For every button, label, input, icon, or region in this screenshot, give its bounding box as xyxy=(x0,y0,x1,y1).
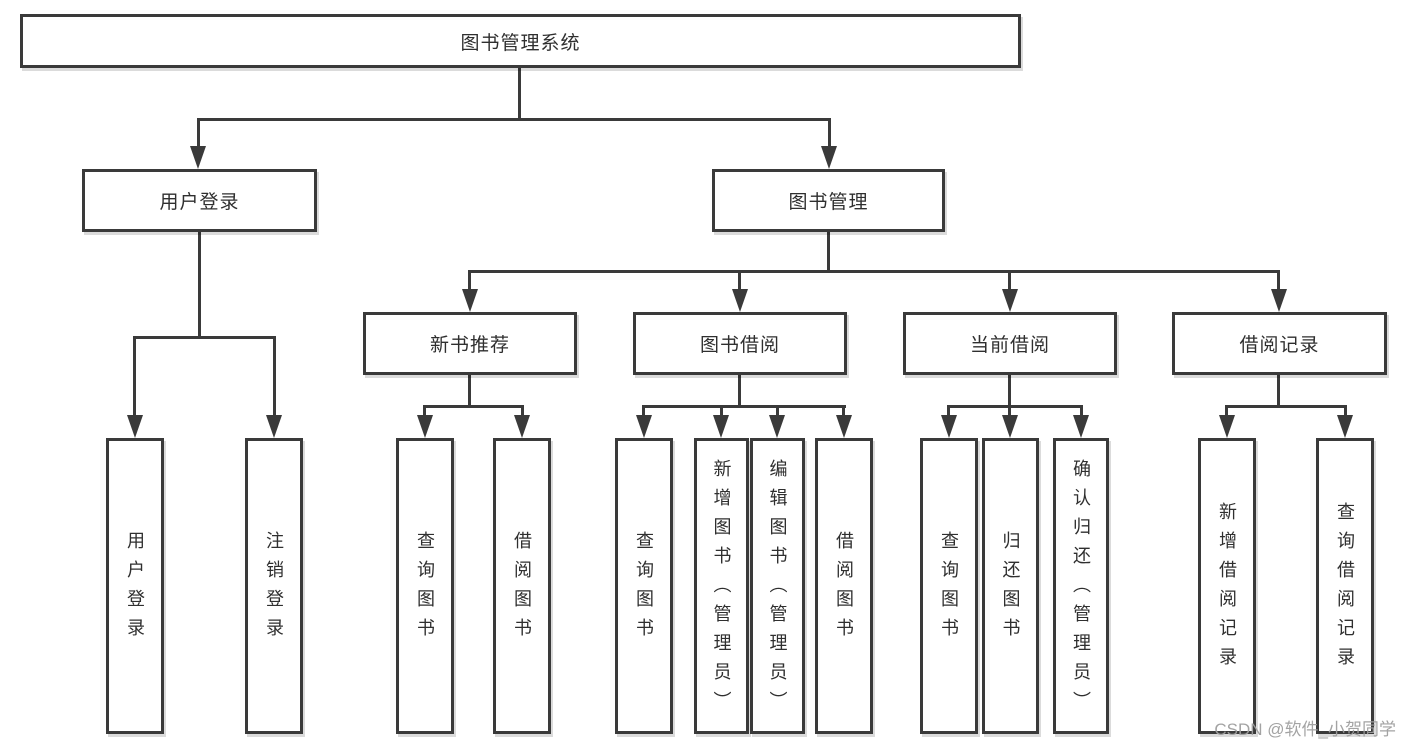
arrow-down-icon xyxy=(636,415,652,438)
connector-line xyxy=(842,405,845,418)
node-book-management: 图书管理 xyxy=(712,169,945,232)
connector-line xyxy=(521,405,524,418)
arrow-down-icon xyxy=(732,289,748,312)
leaf-add-books-admin: 新增图书（管理员） xyxy=(694,438,749,734)
arrow-down-icon xyxy=(1337,415,1353,438)
node-borrow-records: 借阅记录 xyxy=(1172,312,1387,375)
arrow-down-icon xyxy=(941,415,957,438)
connector-line xyxy=(1008,270,1011,292)
connector-line xyxy=(468,270,471,292)
connector-line xyxy=(738,375,741,407)
connector-line xyxy=(423,405,524,408)
connector-line xyxy=(133,336,276,339)
connector-line xyxy=(1008,375,1011,407)
connector-line xyxy=(197,118,200,150)
connector-line xyxy=(273,336,276,418)
connector-line xyxy=(828,118,831,150)
leaf-borrow-books: 借阅图书 xyxy=(815,438,873,734)
leaf-logout: 注销登录 xyxy=(245,438,303,734)
connector-line xyxy=(1277,375,1280,407)
connector-line xyxy=(423,405,426,418)
arrow-down-icon xyxy=(713,415,729,438)
connector-line xyxy=(1008,405,1011,418)
connector-line xyxy=(133,336,136,418)
leaf-query-books-borrow: 查询图书 xyxy=(615,438,673,734)
node-root: 图书管理系统 xyxy=(20,14,1021,68)
leaf-user-login: 用户登录 xyxy=(106,438,164,734)
arrow-down-icon xyxy=(190,146,206,169)
connector-line xyxy=(197,118,831,121)
arrow-down-icon xyxy=(836,415,852,438)
connector-line xyxy=(468,375,471,407)
leaf-edit-books-admin: 编辑图书（管理员） xyxy=(750,438,805,734)
arrow-down-icon xyxy=(1002,415,1018,438)
arrow-down-icon xyxy=(417,415,433,438)
connector-line xyxy=(1277,270,1280,292)
connector-line xyxy=(642,405,846,408)
leaf-query-books-recommend: 查询图书 xyxy=(396,438,454,734)
connector-line xyxy=(198,232,201,338)
arrow-down-icon xyxy=(1271,289,1287,312)
connector-line xyxy=(1344,405,1347,418)
arrow-down-icon xyxy=(462,289,478,312)
connector-line xyxy=(642,405,645,418)
arrow-down-icon xyxy=(127,415,143,438)
connector-line xyxy=(1225,405,1228,418)
node-current-borrow: 当前借阅 xyxy=(903,312,1117,375)
leaf-borrow-books-recommend: 借阅图书 xyxy=(493,438,551,734)
leaf-return-books: 归还图书 xyxy=(982,438,1039,734)
connector-line xyxy=(827,232,830,272)
connector-line xyxy=(738,270,741,292)
connector-line xyxy=(518,68,521,120)
arrow-down-icon xyxy=(769,415,785,438)
node-user-login: 用户登录 xyxy=(82,169,317,232)
arrow-down-icon xyxy=(266,415,282,438)
node-new-book-recommend: 新书推荐 xyxy=(363,312,577,375)
arrow-down-icon xyxy=(821,146,837,169)
connector-line xyxy=(720,405,723,418)
connector-line xyxy=(947,405,950,418)
connector-line xyxy=(468,270,1280,273)
arrow-down-icon xyxy=(514,415,530,438)
connector-line xyxy=(1225,405,1347,408)
arrow-down-icon xyxy=(1002,289,1018,312)
leaf-confirm-return-admin: 确认归还（管理员） xyxy=(1053,438,1109,734)
connector-line xyxy=(1080,405,1083,418)
csdn-watermark: CSDN @软件_小贺同学 xyxy=(1214,720,1396,739)
arrow-down-icon xyxy=(1219,415,1235,438)
leaf-query-books-current: 查询图书 xyxy=(920,438,978,734)
connector-line xyxy=(776,405,779,418)
connector-line xyxy=(947,405,1083,408)
leaf-query-borrow-record: 查询借阅记录 xyxy=(1316,438,1374,734)
leaf-add-borrow-record: 新增借阅记录 xyxy=(1198,438,1256,734)
node-book-borrow: 图书借阅 xyxy=(633,312,847,375)
arrow-down-icon xyxy=(1073,415,1089,438)
